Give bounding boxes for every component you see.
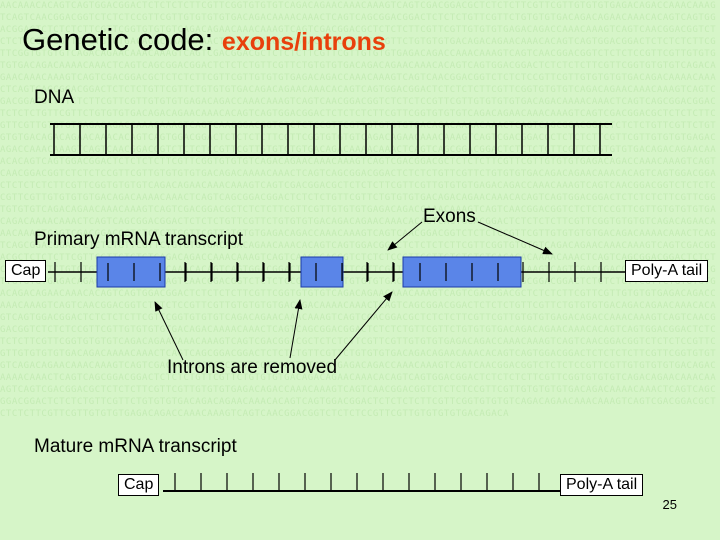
introns-arrow-left [154,301,184,361]
mature-mrna-strand [163,473,560,492]
title-accent: exons/introns [221,28,386,56]
introns-arrow-middle [289,299,303,359]
page-title: Genetic code: exons/introns [22,22,386,58]
primary-cap-box: Cap [5,260,47,282]
exon-3 [402,256,522,288]
exon-1 [96,256,166,288]
dna-strand [50,123,612,156]
exons-label: Exons [423,206,476,227]
dna-label: DNA [34,87,75,108]
mature-transcript-label: Mature mRNA transcript [34,436,237,457]
mature-polya-box: Poly-A tail [560,474,644,496]
introns-arrow-right [334,291,393,361]
primary-polya-box: Poly-A tail [625,260,709,282]
primary-mrna-strand [48,256,628,288]
primary-transcript-label: Primary mRNA transcript [34,229,244,250]
introns-label: Introns are removed [167,357,338,378]
exons-arrow-right [477,221,553,255]
exons-arrow-left [387,221,423,251]
title-main: Genetic code: [22,22,214,57]
page-number: 25 [662,497,677,512]
mature-cap-box: Cap [118,474,160,496]
exon-2 [300,256,344,288]
